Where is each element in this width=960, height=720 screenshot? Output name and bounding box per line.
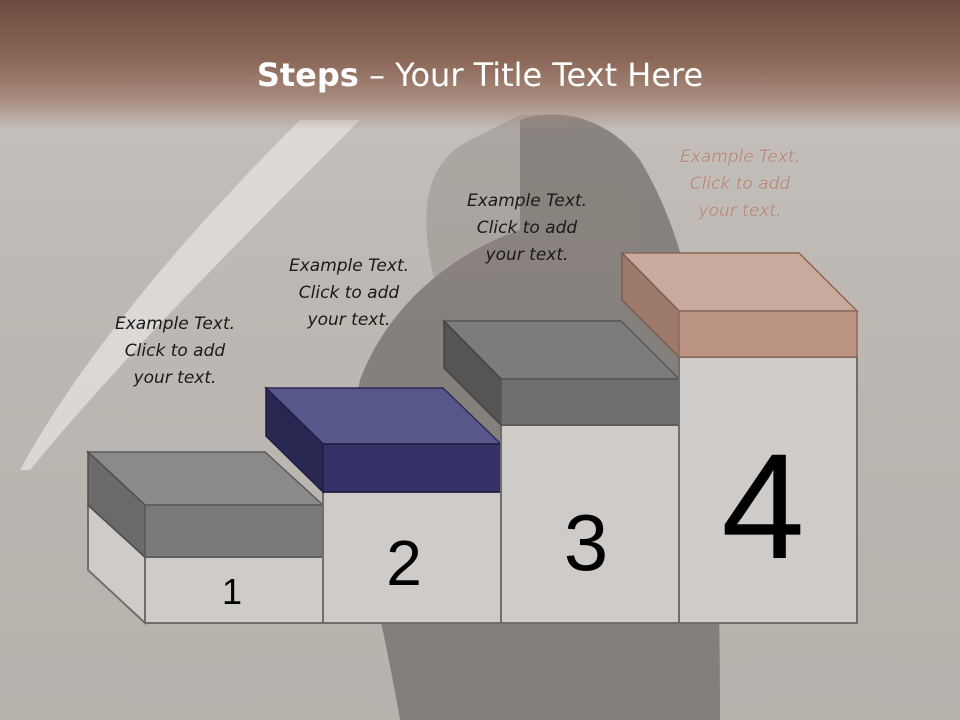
step-2[interactable] [264, 386, 503, 624]
caption-line: Click to add [124, 341, 226, 361]
step-4-caption[interactable]: Example Text. Click to add your text. [660, 144, 820, 225]
step-4-number: 4 [721, 422, 804, 590]
caption-line: your text. [698, 201, 782, 221]
step-4[interactable] [620, 251, 859, 624]
caption-line: Click to add [689, 174, 791, 194]
title-rest: – Your Title Text Here [358, 56, 704, 94]
caption-line: Example Text. [679, 147, 801, 167]
step-3[interactable] [442, 319, 681, 624]
title-bar [0, 0, 960, 130]
step-2-caption[interactable]: Example Text. Click to add your text. [269, 253, 429, 334]
step-1[interactable] [86, 450, 325, 626]
step-3-caption[interactable]: Example Text. Click to add your text. [447, 188, 607, 269]
caption-line: your text. [133, 368, 217, 388]
step-1-number: 1 [222, 571, 242, 612]
caption-line: Click to add [298, 283, 400, 303]
caption-line: Example Text. [466, 191, 588, 211]
slide-title[interactable]: Steps – Your Title Text Here [0, 56, 960, 94]
title-bold: Steps [256, 56, 359, 94]
caption-line: Example Text. [114, 314, 236, 334]
step-3-number: 3 [564, 498, 609, 587]
caption-line: Click to add [476, 218, 578, 238]
step-1-caption[interactable]: Example Text. Click to add your text. [95, 311, 255, 392]
caption-line: Example Text. [288, 256, 410, 276]
caption-line: your text. [307, 310, 391, 330]
step-2-number: 2 [386, 527, 422, 599]
caption-line: your text. [485, 245, 569, 265]
